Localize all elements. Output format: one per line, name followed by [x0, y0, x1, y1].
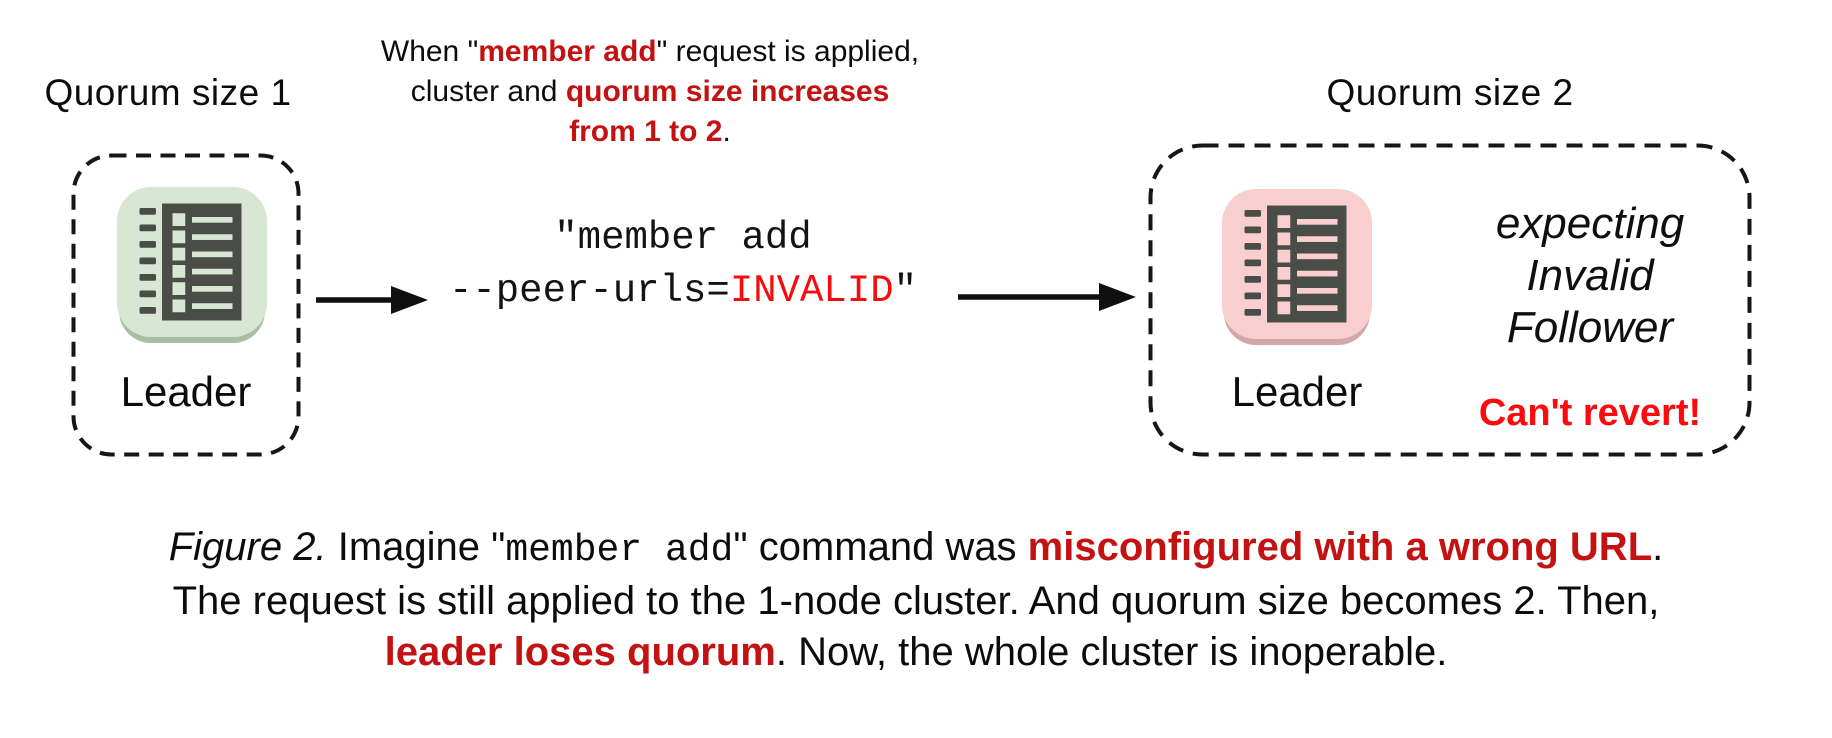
expecting-follower-note: expecting Invalid Follower	[1420, 198, 1760, 354]
state-line-3: Follower	[1506, 303, 1674, 352]
command-invalid-value: INVALID	[729, 269, 894, 313]
caption-line-2: The request is still applied to the 1-no…	[172, 579, 1660, 623]
right-arrow-icon	[316, 284, 428, 321]
left-panel-title: Quorum size 1	[44, 72, 292, 113]
member-add-annotation: When "member add" request is applied, cl…	[330, 32, 970, 152]
figure-caption: Figure 2. Imagine "member add" command w…	[0, 522, 1832, 678]
caption-text: Imagine "	[326, 525, 506, 569]
caption-text: .	[1652, 525, 1664, 569]
command-line-2: --peer-urls=INVALID"	[368, 265, 998, 318]
caption-highlight: misconfigured with a wrong URL	[1027, 525, 1653, 569]
annotation-text: " request is applied,	[656, 35, 920, 68]
leader-node-pink	[1222, 189, 1372, 339]
right-node-label: Leader	[1231, 368, 1363, 415]
annotation-line-2: cluster and quorum size increases	[330, 72, 970, 112]
annotation-highlight: from 1 to 2	[569, 115, 723, 148]
raft-log-icon	[139, 203, 242, 321]
caption-highlight: leader loses quorum	[384, 630, 776, 674]
command-flag: --peer-urls=	[448, 269, 730, 313]
right-panel-title: Quorum size 2	[1326, 72, 1574, 113]
annotation-highlight: quorum size increases	[565, 75, 890, 108]
caption-text: " command was	[733, 525, 1028, 569]
left-cluster-boundary	[71, 153, 301, 457]
annotation-highlight: member add	[478, 35, 657, 68]
state-line-1: expecting	[1495, 199, 1685, 248]
cant-revert-warning: Can't revert!	[1478, 392, 1702, 434]
caption-line-1: Figure 2. Imagine "member add" command w…	[0, 522, 1832, 576]
annotation-text: .	[722, 115, 731, 148]
caption-line-3: leader loses quorum. Now, the whole clus…	[0, 627, 1832, 678]
annotation-line-1: When "member add" request is applied,	[330, 32, 970, 72]
left-node-label: Leader	[120, 368, 252, 415]
annotation-text: When "	[380, 35, 479, 68]
right-arrow-icon	[958, 281, 1136, 318]
annotation-line-3: from 1 to 2.	[330, 112, 970, 152]
raft-log-icon	[1244, 205, 1347, 323]
caption-command-text: member add	[505, 529, 734, 572]
member-add-command: "member add --peer-urls=INVALID"	[368, 212, 998, 318]
annotation-text: cluster and	[410, 75, 566, 108]
caption-text: . Now, the whole cluster is inoperable.	[775, 630, 1448, 674]
command-close-quote: "	[893, 269, 918, 313]
command-line-1: "member add	[554, 216, 812, 260]
leader-node-green	[117, 187, 267, 337]
state-line-2: Invalid	[1526, 251, 1654, 300]
figure-number: Figure 2.	[168, 525, 327, 569]
right-cluster-boundary	[1148, 143, 1752, 457]
